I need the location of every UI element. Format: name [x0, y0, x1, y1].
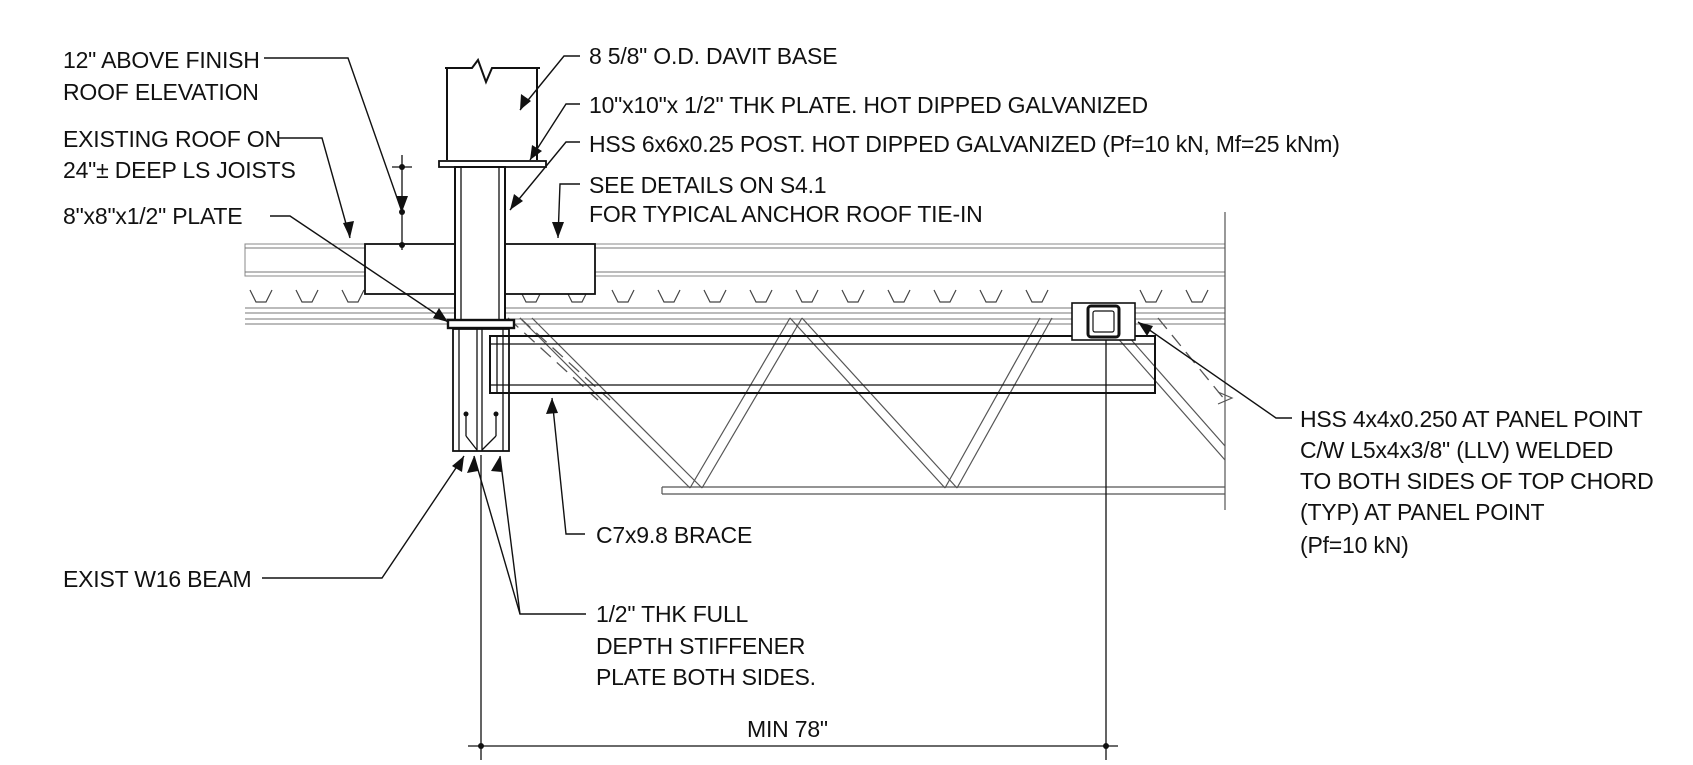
plate-8x8 [446, 318, 516, 330]
label-c7-brace: C7x9.8 BRACE [596, 522, 752, 548]
label-plate-10x10: 10"x10"x 1/2" THK PLATE. HOT DIPPED GALV… [589, 92, 1148, 118]
label-hss4-5: (Pf=10 kN) [1300, 532, 1409, 558]
label-hss4-1: HSS 4x4x0.250 AT PANEL POINT [1300, 406, 1643, 432]
label-see-details-1: SEE DETAILS ON S4.1 [589, 172, 826, 198]
label-stiffener-1: 1/2" THK FULL [596, 601, 749, 627]
label-stiffener-3: PLATE BOTH SIDES. [596, 664, 816, 690]
label-hss4-3: TO BOTH SIDES OF TOP CHORD [1300, 468, 1654, 494]
joist-bottom-chord [661, 486, 1225, 495]
label-above-finish-1: 12" ABOVE FINISH [63, 47, 260, 73]
label-see-details-2: FOR TYPICAL ANCHOR ROOF TIE-IN [589, 201, 983, 227]
label-hss4-4: (TYP) AT PANEL POINT [1300, 499, 1545, 525]
label-existing-roof-1: EXISTING ROOF ON [63, 126, 281, 152]
hss-post [454, 166, 506, 324]
label-existing-roof-2: 24"± DEEP LS JOISTS [63, 157, 296, 183]
label-above-finish-2: ROOF ELEVATION [63, 79, 259, 105]
label-stiffener-2: DEPTH STIFFENER [596, 633, 805, 659]
joist-top-chord [245, 307, 1225, 325]
leader-lines [262, 55, 1292, 615]
annotation-labels: 12" ABOVE FINISH ROOF ELEVATION EXISTING… [63, 43, 1654, 742]
c7-brace [489, 335, 1156, 394]
label-hss4-2: C/W L5x4x3/8" (LLV) WELDED [1300, 437, 1613, 463]
label-davit-base: 8 5/8" O.D. DAVIT BASE [589, 43, 837, 69]
label-plate-8x8: 8"x8"x1/2" PLATE [63, 203, 242, 229]
label-w16-beam: EXIST W16 BEAM [63, 566, 252, 592]
arrowheads [343, 94, 1153, 473]
label-hss-post: HSS 6x6x0.25 POST. HOT DIPPED GALVANIZED… [589, 131, 1340, 157]
break-line-right [1217, 212, 1234, 510]
davit-base [445, 57, 540, 160]
label-dimension-min-78: MIN 78" [747, 716, 828, 742]
hss-4x4-panel-point [1071, 302, 1136, 341]
min-78-dimension [468, 340, 1118, 760]
roof-deck-flutes [249, 289, 1209, 303]
existing-w16-beam [452, 328, 510, 452]
